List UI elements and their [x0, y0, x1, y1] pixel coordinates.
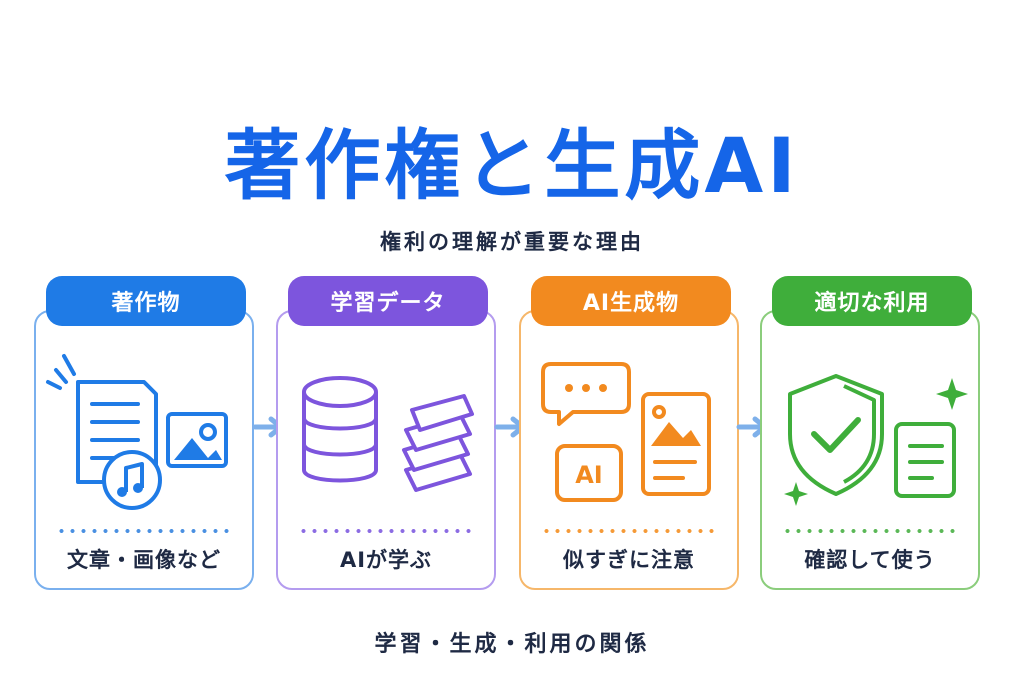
step-card-works: 著作物	[34, 276, 254, 590]
sparkle-lines-icon	[46, 354, 76, 390]
works-icon-group	[36, 342, 252, 522]
step-card-ai-output: AI生成物 AI 似すぎに注意	[519, 276, 739, 590]
checklist-icon	[894, 422, 956, 498]
ai-output-icon-group: AI	[521, 342, 737, 522]
books-icon	[402, 394, 474, 492]
step-header: 学習データ	[288, 276, 488, 326]
step-card-training-data: 学習データ AIが学ぶ	[276, 276, 496, 590]
footer-caption: 学習・生成・利用の関係	[374, 632, 650, 657]
ai-badge-icon: AI	[555, 444, 623, 502]
page-title: 著作権と生成AI	[224, 121, 800, 210]
shield-check-icon	[788, 374, 884, 496]
step-card-proper-use: 適切な利用 確認して使う	[760, 276, 980, 590]
dotted-divider	[541, 528, 717, 534]
proper-use-icon-group	[762, 342, 978, 522]
training-icon-group	[278, 342, 494, 522]
dotted-divider	[782, 528, 958, 534]
sparkle-icon	[784, 378, 968, 506]
step-caption: 確認して使う	[804, 548, 936, 572]
database-icon	[302, 376, 378, 483]
dotted-divider	[56, 528, 232, 534]
step-header: AI生成物	[531, 276, 731, 326]
generated-image-icon	[641, 392, 711, 496]
step-header: 適切な利用	[772, 276, 972, 326]
image-icon	[166, 412, 228, 468]
step-caption: 似すぎに注意	[563, 548, 695, 572]
chat-bubble-icon	[541, 362, 631, 426]
step-caption: AIが学ぶ	[339, 548, 433, 572]
page-subtitle: 権利の理解が重要な理由	[380, 230, 644, 254]
ai-badge-text: AI	[575, 461, 603, 489]
dotted-divider	[298, 528, 474, 534]
step-header: 著作物	[46, 276, 246, 326]
step-caption: 文章・画像など	[67, 548, 221, 572]
music-icon	[102, 450, 162, 510]
